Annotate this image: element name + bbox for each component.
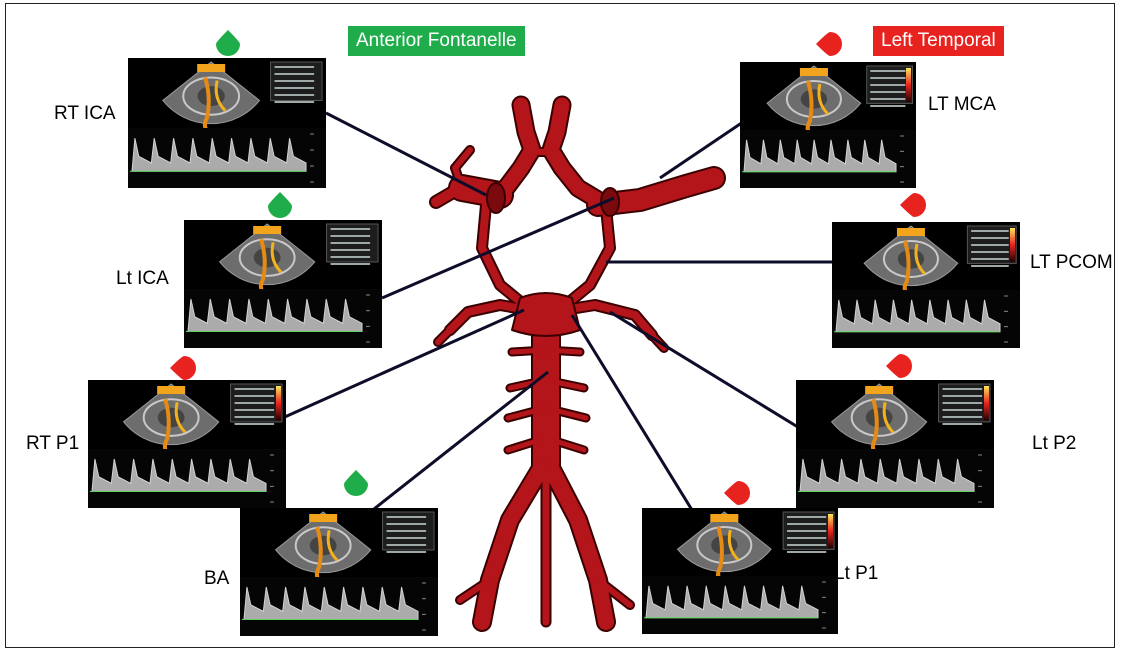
vessel-label-ba: BA bbox=[204, 568, 229, 590]
vessel-label-lt-ica: Lt ICA bbox=[116, 268, 169, 290]
connector-lt-p1 bbox=[572, 315, 692, 510]
vessel-label-lt-p2: Lt P2 bbox=[1032, 433, 1076, 455]
green-drop-icon bbox=[344, 470, 368, 496]
ica-right-cut-end bbox=[487, 183, 505, 213]
green-drop-icon bbox=[216, 30, 240, 56]
vessel-label-lt-pcom: LT PCOM bbox=[1030, 252, 1113, 274]
vessel-label-rt-ica: RT ICA bbox=[54, 103, 116, 125]
ultrasound-panel-lt-p1 bbox=[642, 508, 838, 634]
green-drop-icon bbox=[268, 192, 292, 218]
vessel-label-rt-p1: RT P1 bbox=[26, 433, 79, 455]
ultrasound-panel-rt-ica bbox=[128, 58, 326, 188]
red-drop-icon bbox=[170, 356, 196, 380]
ultrasound-panel-lt-pcom bbox=[832, 222, 1020, 348]
pons-body bbox=[512, 293, 580, 336]
ultrasound-panel-lt-p2 bbox=[796, 380, 994, 508]
ultrasound-panel-lt-mca bbox=[740, 62, 916, 188]
red-drop-icon bbox=[900, 193, 926, 217]
vessel-label-lt-p1: Lt P1 bbox=[834, 563, 878, 585]
red-drop-icon bbox=[724, 481, 750, 505]
red-drop-icon bbox=[886, 354, 912, 378]
ultrasound-panel-rt-p1 bbox=[88, 380, 286, 508]
vessel-label-lt-mca: LT MCA bbox=[928, 94, 996, 116]
red-drop-icon bbox=[816, 32, 842, 56]
ultrasound-panel-ba bbox=[240, 508, 438, 636]
connector-lt-p2 bbox=[610, 312, 806, 432]
ultrasound-panel-lt-ica bbox=[184, 220, 382, 348]
